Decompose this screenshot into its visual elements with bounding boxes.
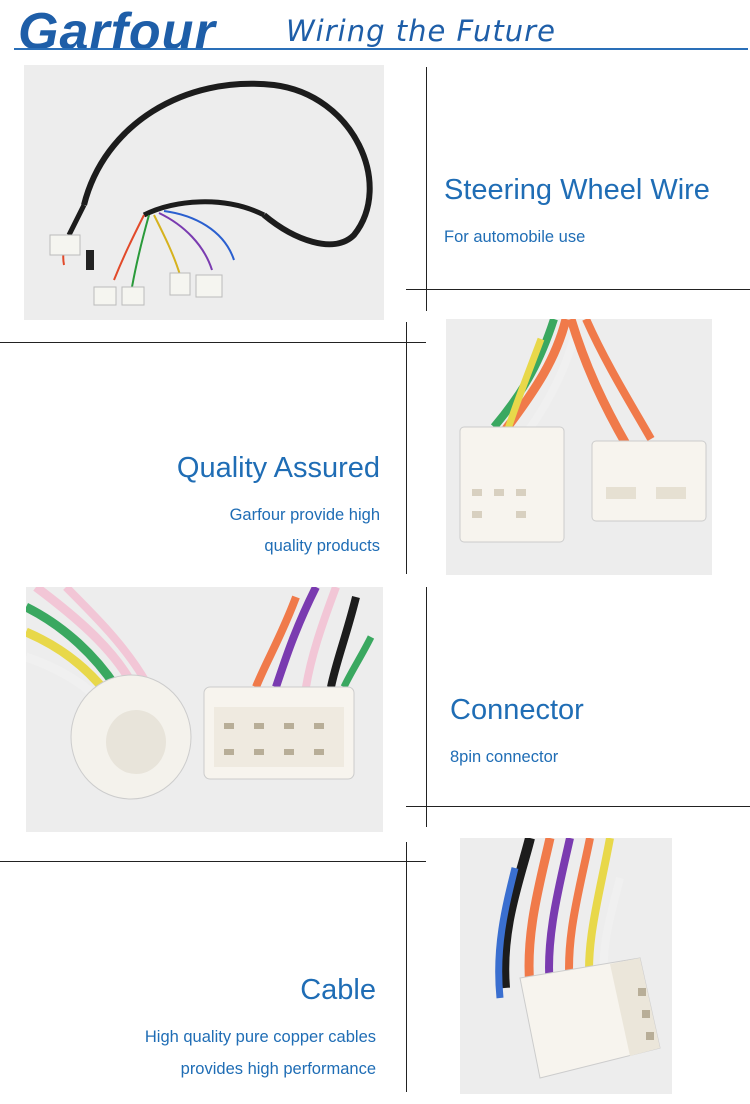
divider-horizontal [406,289,750,290]
header-divider [14,48,748,50]
section-title-steering-wheel-wire: Steering Wheel Wire [444,174,710,206]
connector-photo [26,587,383,832]
brand-slogan: Wiring the Future [286,14,556,48]
divider-horizontal [406,806,750,807]
section-title-quality-assured: Quality Assured [176,452,380,484]
divider-horizontal [0,861,426,862]
brand-logo: Garfour [18,3,216,61]
cable-photo [460,838,672,1094]
divider-vertical [426,587,427,827]
quality-connectors-photo [446,319,712,575]
divider-vertical [426,67,427,311]
divider-vertical [406,842,407,1092]
section-desc-steering-wheel-wire: For automobile use [444,228,586,246]
steering-wheel-wire-photo [24,65,384,320]
section-desc-connector: 8pin connector [450,748,559,766]
section-title-cable: Cable [300,974,376,1006]
divider-vertical [406,322,407,574]
divider-horizontal [0,342,426,343]
section-desc-cable-line-2: provides high performance [180,1060,376,1078]
section-title-connector: Connector [450,694,584,726]
section-desc-quality-line-2: quality products [264,537,380,555]
section-desc-cable-line-1: High quality pure copper cables [144,1028,376,1046]
section-desc-quality-line-1: Garfour provide high [229,506,380,524]
